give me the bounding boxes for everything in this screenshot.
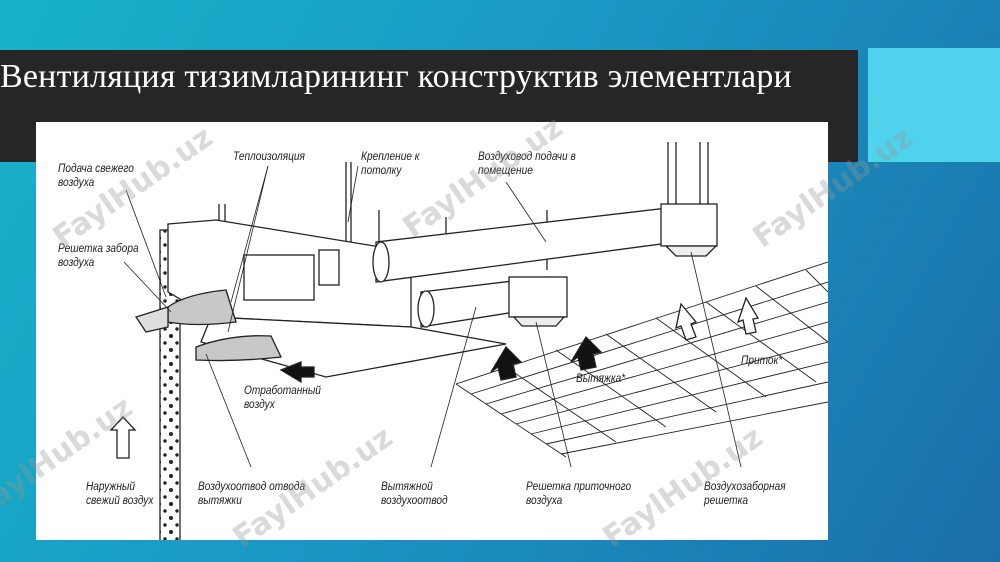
label-supply-grille: Решетка приточного воздуха	[526, 481, 632, 507]
ventilation-diagram: Подача свежего воздуха Теплоизоляция Кре…	[36, 122, 828, 540]
label-exhaust-outlet-duct: Воздухоотвод отвода вытяжки	[198, 481, 306, 507]
label-supply-flow: Приток*	[741, 355, 783, 367]
label-supply-duct: Воздуховод подачи в помещение	[478, 151, 576, 177]
supply-duct	[375, 206, 677, 283]
label-ceiling-mount: Крепление к потолку	[361, 151, 420, 177]
label-intake-grille: Решетка забора воздуха	[58, 243, 139, 269]
label-outdoor-air: Наружный свежий воздух	[86, 481, 154, 507]
label-thermal-insulation: Теплоизоляция	[233, 151, 305, 163]
label-exhaust-flow: Вытяжка*	[576, 373, 626, 385]
label-fresh-air-supply: Подача свежего воздуха	[58, 163, 134, 189]
slide-title: Вентиляция тизимларининг конструктив эле…	[0, 58, 792, 95]
diagram-drawing	[109, 142, 828, 540]
label-exhaust-air: Отработанный воздух	[244, 385, 321, 411]
ceiling-grid	[455, 261, 828, 458]
label-exhaust-duct: Вытяжной воздухоотвод	[381, 481, 448, 507]
accent-block	[868, 48, 1000, 162]
label-intake-grille-room: Воздухозаборная решетка	[704, 481, 786, 507]
